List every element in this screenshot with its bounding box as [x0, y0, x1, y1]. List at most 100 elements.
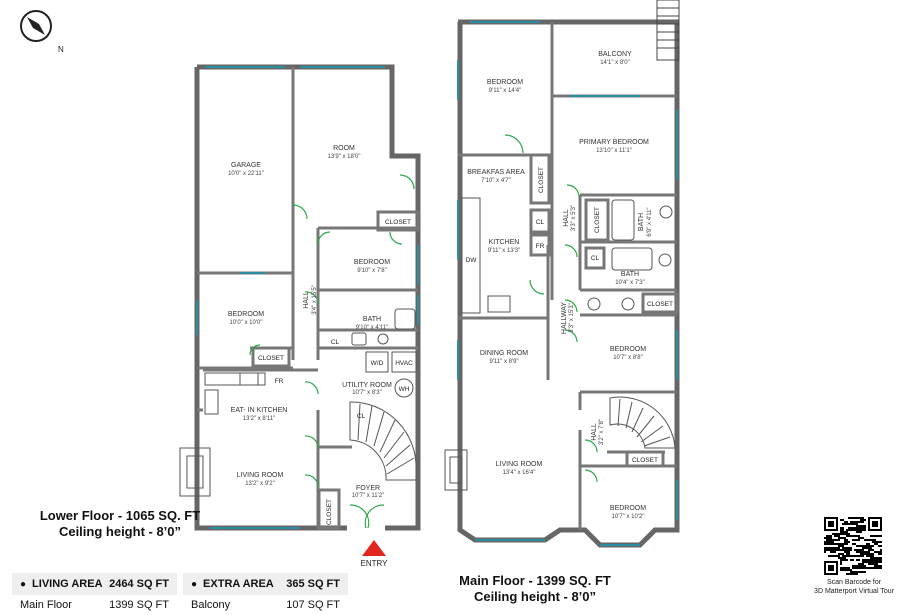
- room-name-kitchen: KITCHEN: [489, 239, 520, 246]
- lower-floor-ceiling: Ceiling height - 8’0”: [58, 524, 182, 539]
- extra-area-row-label: Balcony: [191, 599, 231, 611]
- room-dim-bedroom-top: 9'11" x 14'4": [489, 88, 521, 94]
- room-name-kitchen: EAT- IN KITCHEN: [231, 407, 288, 414]
- spiral-stairs: [609, 396, 676, 449]
- water-heater: [394, 378, 414, 398]
- room-name-hall-small: HALL: [563, 209, 570, 227]
- qr-code[interactable]: [824, 517, 882, 575]
- room-dim-living: 13'2" x 9'2": [245, 481, 275, 487]
- closet-outline: [529, 233, 551, 257]
- entry-marker-icon: [362, 540, 386, 556]
- closet-outline: [529, 208, 551, 234]
- door-swing: [564, 299, 578, 313]
- closet-outline: [625, 450, 665, 468]
- door-swing: [584, 469, 598, 483]
- room-name-breakfast: BREAKFAS AREA: [467, 169, 525, 176]
- closet-outline: [584, 198, 610, 242]
- room-dim-hall2: 3'2" x 7'8": [599, 419, 605, 445]
- door-swing: [292, 204, 308, 220]
- living-area-table: ● LIVING AREA 2464 SQ FT Main Floor 1399…: [12, 573, 177, 615]
- closet-label: CLOSET: [326, 499, 333, 525]
- living-area-row-value: 1399 SQ FT: [109, 599, 169, 611]
- dw-label: DW: [466, 257, 478, 264]
- room-dim-hall: 3'4" x 15'5": [312, 285, 318, 315]
- closet-label: CLOSET: [258, 355, 284, 362]
- room-dim-bedroom2: 10'0" x 10'0": [230, 320, 263, 326]
- door-swing: [566, 184, 580, 198]
- closet-outline: [376, 210, 420, 232]
- room-name-bedroom2: BEDROOM: [228, 311, 264, 318]
- extra-area-label: EXTRA AREA: [203, 578, 274, 590]
- living-area-row: Main Floor 1399 SQ FT: [12, 595, 177, 615]
- room-name-bath: BATH: [363, 316, 381, 323]
- cl-label: CL: [357, 413, 366, 420]
- room-dim-breakfast: 7'10" x 4'7": [481, 178, 511, 184]
- room-dim-kitchen: 9'11" x 13'3": [488, 248, 520, 254]
- stove: [487, 295, 511, 313]
- washer-dryer: [365, 351, 389, 373]
- bullet-icon: ●: [20, 578, 27, 590]
- room-name-hall: HALL: [303, 291, 310, 309]
- room-dim-room: 13'9" x 18'0": [328, 154, 361, 160]
- room-dim-kitchen: 13'2" x 8'11": [243, 416, 275, 422]
- door-swing: [304, 381, 319, 395]
- stove: [239, 372, 259, 386]
- closet-outline: [251, 346, 291, 368]
- bathtub: [611, 199, 635, 241]
- door-swing: [249, 344, 261, 356]
- sink: [621, 297, 635, 311]
- room-name-living: LIVING ROOM: [496, 461, 543, 468]
- compass-label: N: [58, 45, 64, 53]
- extra-area-total: 365 SQ FT: [286, 578, 340, 590]
- closet-label: CLOSET: [594, 207, 601, 233]
- wd-label: W/D: [371, 360, 384, 367]
- cl-label: CL: [591, 255, 600, 262]
- room-name-balcony: BALCONY: [598, 51, 632, 58]
- door-swing: [304, 435, 319, 449]
- room-dim-bath1: 6'9" x 4'11": [647, 207, 653, 236]
- qr-caption: Scan Barcode for 3D Matterport Virtual T…: [800, 578, 908, 596]
- toilet: [658, 253, 672, 267]
- room-name-hall2: HALL: [591, 423, 598, 441]
- room-name-foyer: FOYER: [356, 485, 380, 492]
- main-interior-walls: [458, 22, 677, 530]
- room-name-bedroom-bot: BEDROOM: [610, 505, 646, 512]
- bathtub: [394, 308, 416, 330]
- room-dim-garage: 10'0" x 22'11": [228, 171, 264, 177]
- room-name-dining: DINING ROOM: [480, 350, 528, 357]
- door-swing: [399, 174, 415, 190]
- door-swing: [349, 504, 370, 529]
- fireplace-inner: [449, 456, 463, 484]
- sink: [351, 332, 367, 346]
- room-dim-hall-small: 3'3" x 5'3": [571, 205, 577, 231]
- room-dim-balcony: 14'1" x 8'0": [600, 60, 630, 66]
- room-dim-bath: 9'10" x 4'11": [356, 325, 388, 331]
- room-dim-hallway: 3'3" x 15'3": [569, 303, 575, 333]
- door-swing: [304, 291, 319, 306]
- room-name-garage: GARAGE: [231, 162, 261, 169]
- qr-caption-line2: 3D Matterport Virtual Tour: [814, 588, 894, 595]
- toilet: [377, 333, 389, 345]
- room-name-bath2: BATH: [621, 271, 639, 278]
- compass-needle-icon: [27, 17, 45, 35]
- extra-area-row-value: 107 SQ FT: [286, 599, 340, 611]
- room-name-utility: UTILITY ROOM: [342, 382, 392, 389]
- kitchen-counter: [461, 197, 481, 314]
- exterior-stairs: [656, 0, 680, 61]
- lower-floor-caption: Lower Floor - 1065 SQ. FT Ceiling height…: [20, 508, 220, 540]
- lower-floor-plan: GARAGE 10'0" x 22'11" ROOM 13'9" x 18'0"…: [179, 64, 421, 568]
- hvac-label: HVAC: [395, 360, 413, 367]
- room-dim-bedroom-mid: 10'7" x 8'8": [613, 355, 643, 361]
- closet-outline: [584, 246, 606, 270]
- qr-caption-line1: Scan Barcode for: [826, 579, 882, 586]
- room-dim-foyer: 10'7" x 11'2": [352, 493, 384, 499]
- main-floor-ceiling: Ceiling height - 8’0”: [473, 589, 597, 604]
- living-area-row-label: Main Floor: [20, 599, 72, 611]
- room-dim-utility: 10'7" x 8'3": [352, 390, 382, 396]
- door-swing: [317, 231, 331, 245]
- extra-area-header: ● EXTRA AREA 365 SQ FT: [183, 573, 348, 595]
- door-swing: [564, 329, 578, 343]
- closet-label: CLOSET: [647, 301, 673, 308]
- fr-label: FR: [275, 378, 284, 385]
- room-name-bath1: BATH: [638, 213, 645, 231]
